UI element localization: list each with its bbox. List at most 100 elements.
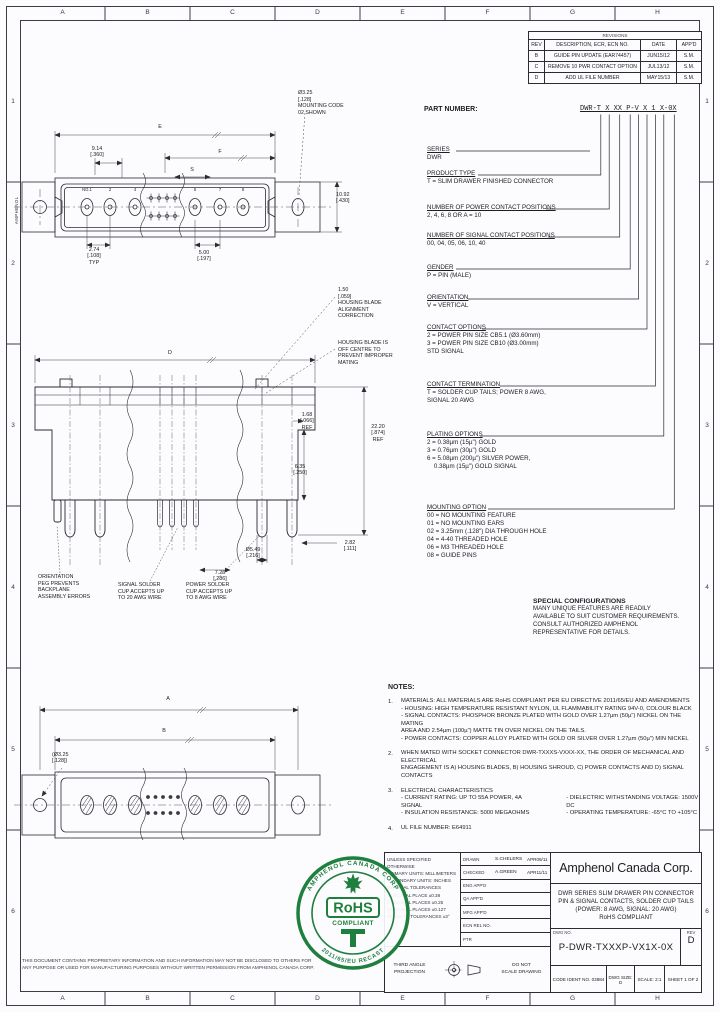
pn-mounting-body: 00 = NO MOUNTING FEATURE 01 = NO MOUNTIN… — [427, 512, 547, 560]
rev-cell: S.M. — [677, 62, 701, 73]
zone-number: 4 — [705, 583, 709, 591]
approval-row: QA APP'D — [461, 893, 550, 907]
rev-label: REV — [686, 930, 696, 935]
pin-label: NO.1 — [82, 187, 92, 192]
zone-number: 4 — [11, 583, 15, 591]
sheet-number: SHEET 1 OF 2 — [667, 977, 699, 982]
title-block-bottom-strip: CODE IDENT NO. 03884 DWG SIZE: D SCALE: … — [551, 966, 701, 993]
approval-value: S.CHELERS — [495, 856, 523, 862]
zone-letter: H — [655, 9, 660, 16]
note-text: UL FILE NUMBER: E64911 — [401, 825, 472, 832]
zone-letter: A — [60, 9, 65, 16]
approval-date: APR09/11 — [527, 856, 548, 862]
part-number-value: DWR-T X XX P-V X 1 X-0X — [580, 105, 677, 113]
amphenol-side-text: AMPHENOL — [14, 196, 19, 224]
scale: SCALE: 2:1 — [635, 966, 665, 993]
note-item-1: 1. MATERIALS: ALL MATERIALS ARE RoHS COM… — [388, 698, 704, 743]
projection-box: THIRD ANGLE PROJECTION DO NOT SCALE DRAW… — [385, 946, 551, 992]
rev-cell: MAY15/13 — [641, 73, 677, 83]
note-item-2: 2. WHEN MATED WITH SOCKET CONNECTOR DWR-… — [388, 750, 704, 780]
pin-label: 4 — [133, 187, 137, 192]
pn-orientation-body: V = VERTICAL — [427, 302, 469, 310]
pn-gender-body: P = PIN (MALE) — [427, 272, 472, 280]
zone-letter: F — [485, 995, 490, 1002]
pn-contact-options-body: 2 = POWER PIN SIZE CB5.1 (Ø3.60mm) 3 = P… — [427, 332, 541, 356]
pn-signal-positions-block: NUMBER OF SIGNAL CONTACT POSITIONS 00, 0… — [427, 232, 555, 248]
approval-row: DRAWN S.CHELERS APR09/11 — [461, 853, 550, 867]
rev-value: D — [687, 935, 695, 946]
zone-letter: H — [655, 995, 660, 1002]
pn-product-type-body: T = SLIM DRAWER FINISHED CONNECTOR — [427, 178, 554, 186]
zone-number: 6 — [11, 907, 15, 915]
rev-header-cell: REV — [529, 40, 545, 51]
zone-number: 2 — [11, 259, 15, 267]
dim-2-74: 2.74 [.108] TYP — [87, 247, 101, 266]
approval-date: APR11/11 — [527, 869, 548, 875]
proprietary-disclaimer: THIS DOCUMENT CONTAINS PROPRIETARY INFOR… — [22, 958, 315, 971]
rev-cell: C — [529, 62, 545, 73]
pn-power-positions-block: NUMBER OF POWER CONTACT POSITIONS 2, 4, … — [427, 204, 556, 220]
zone-letter: G — [569, 995, 576, 1002]
approval-row: CHECKED A.GREEN APR11/11 — [461, 866, 550, 880]
dim-f: F — [218, 149, 222, 155]
approval-label: QA APP'D — [463, 896, 483, 902]
pn-signal-positions-heading: NUMBER OF SIGNAL CONTACT POSITIONS — [427, 232, 555, 239]
dim-6-35: 6.35 [.250] — [293, 464, 307, 477]
drawing-description: DWR SERIES SLIM DRAWER PIN CONNECTOR PIN… — [551, 884, 701, 929]
rev-header-cell: DATE — [641, 40, 677, 51]
approval-row: ENG APP'D — [461, 880, 550, 893]
zone-letter: B — [145, 995, 150, 1002]
title-block-right: Amphenol Canada Corp. DWR SERIES SLIM DR… — [551, 853, 701, 993]
rev-cell: B — [529, 51, 545, 62]
pn-orientation-heading: ORIENTATION — [427, 294, 469, 301]
dim-10-92: 10.92 [.430] — [336, 192, 350, 205]
dim-2-82: 2.82 [.111] — [343, 540, 357, 553]
note-text: ELECTRICAL CHARACTERISTICS — [401, 788, 493, 795]
do-not-scale-label: DO NOT SCALE DRAWING — [501, 963, 542, 975]
pn-mounting-heading: MOUNTING OPTION — [427, 504, 487, 511]
part-number-connectors — [456, 114, 675, 510]
dim-d: D — [168, 350, 172, 356]
maple-leaf-icon — [343, 873, 363, 894]
orientation-peg-label: ORIENTATION PEG PREVENTS BACKPLANE ASSEM… — [38, 574, 91, 600]
pn-contact-options-block: CONTACT OPTIONS 2 = POWER PIN SIZE CB5.1… — [427, 324, 540, 356]
note-number: 3. — [388, 788, 393, 795]
pn-gender-heading: GENDER — [427, 264, 454, 271]
pin-label: 2 — [108, 187, 112, 192]
approval-label: ENG APP'D — [463, 883, 487, 889]
zone-letter: E — [400, 995, 405, 1002]
note-text-right-column: - DIELECTRIC WITHSTANDING VOLTAGE: 1500V… — [566, 795, 699, 817]
drawing-number-row: DWG NO. P-DWR-TXXXP-VX1X-0X REV D — [551, 929, 701, 966]
pn-series-heading: SERIES — [427, 146, 450, 153]
rohs-sub-text: COMPLIANT — [332, 920, 374, 927]
zone-letter: C — [230, 9, 235, 16]
rev-cell: S.M. — [683, 75, 695, 81]
zone-number: 3 — [11, 421, 15, 429]
pn-mounting-block: MOUNTING OPTION 00 = NO MOUNTING FEATURE… — [427, 504, 547, 560]
dim-b: B — [162, 728, 166, 734]
approval-row: MFG APP'D — [461, 906, 550, 920]
pn-plating-body: 2 = 0.38µm (15µ") GOLD 3 = 0.76µm (30µ")… — [427, 439, 531, 471]
pn-termination-heading: CONTACT TERMINATION — [427, 381, 501, 388]
zone-number: 1 — [705, 97, 709, 105]
dim-5-00: 5.00 [.197] — [197, 250, 211, 263]
rohs-stamp: AMPHENOL CANADA CORP 2011/65/EU RECAST R… — [296, 856, 410, 970]
pn-termination-body: T = SOLDER CUP TAILS; POWER 8 AWG, SIGNA… — [427, 389, 546, 405]
dim-e: E — [158, 124, 162, 130]
pn-plating-heading: PLATING OPTIONS — [427, 431, 483, 438]
mounting-code-note: Ø3.25 [.128] MOUNTING CODE 02 SHOWN — [298, 90, 344, 116]
zone-number: 3 — [705, 421, 709, 429]
approval-row: ECN REL NO. — [461, 919, 550, 933]
pn-series-block: SERIES DWR — [427, 146, 450, 162]
approval-value: A.GREEN — [495, 869, 517, 875]
pin-label: 7 — [218, 187, 222, 192]
approval-row: PTR — [461, 933, 550, 946]
zone-letter: A — [60, 995, 65, 1002]
face-view-drawing — [14, 706, 332, 841]
dim-s: S — [190, 167, 194, 173]
